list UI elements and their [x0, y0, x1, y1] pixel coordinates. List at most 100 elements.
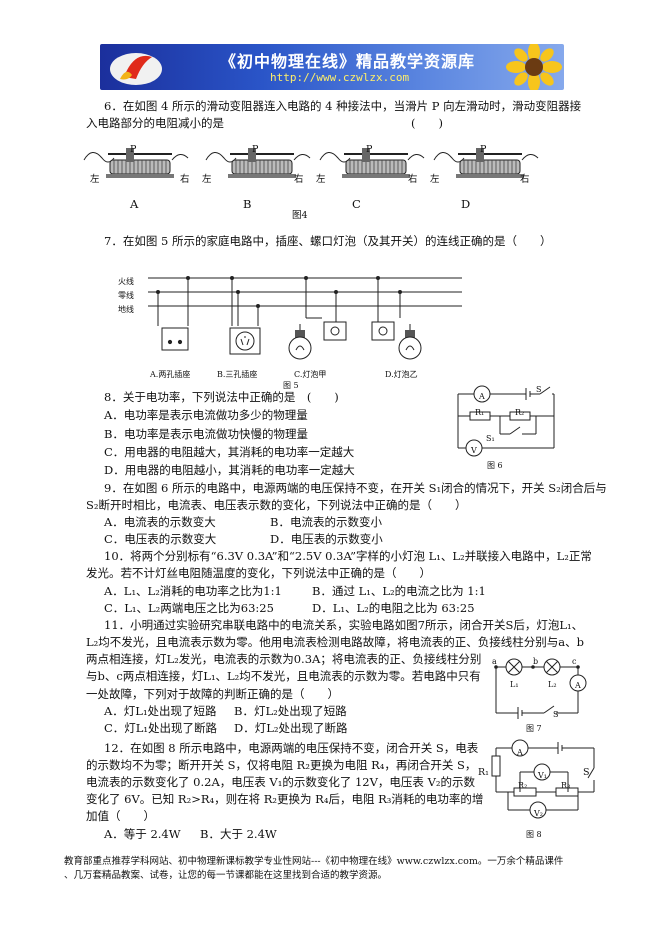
- q6-option-c: C: [352, 197, 361, 211]
- header-title: 《初中物理在线》精品教学资源库: [220, 52, 476, 71]
- header-url[interactable]: http://www.czwlzx.com: [270, 71, 410, 84]
- q11-line4: 与b、c两点相连接，灯L₁、L₂均不发光，且电流表的示数为零。若电路中只有: [86, 669, 481, 683]
- q12-line3: 电流表的示数变化了 0.2A，电压表 V₁的示数变化了 12V，电压表 V₂的示…: [86, 775, 475, 789]
- figure-6-caption: 图 6: [487, 461, 503, 470]
- caption-d: D.灯泡乙: [385, 370, 418, 379]
- q8-option-a: A．电功率是表示电流做功多少的物理量: [104, 408, 308, 422]
- q6-option-d: D: [461, 197, 471, 211]
- caption-a: A.两孔插座: [150, 370, 191, 379]
- q6-left-b: 左: [202, 174, 212, 185]
- fig7-b-label: b: [533, 657, 539, 666]
- q11-option-a: A．灯L₁处出现了短路: [104, 704, 217, 718]
- wire-neutral-label: 零线: [118, 291, 134, 300]
- q6-p-label-b: P: [252, 144, 259, 155]
- q6-option-a: A: [130, 197, 139, 211]
- figure-6-circuit: [457, 385, 555, 457]
- q6-right-c: 右: [408, 174, 418, 185]
- header-banner: 《初中物理在线》精品教学资源库 http://www.czwlzx.com: [100, 44, 564, 90]
- fig6-ammeter-label: A: [479, 392, 485, 401]
- q10-line2: 发光。若不计灯丝电阻随温度的变化，下列说法中正确的是（ ）: [86, 566, 431, 580]
- q6-bracket: ( ): [411, 116, 443, 130]
- figure-4-caption: 图4: [292, 210, 308, 221]
- fig8-r3-label: R₃: [561, 781, 571, 790]
- fig6-r2-label: R₂: [515, 408, 525, 417]
- q11-line1: 11．小明通过实验研究串联电路中的电流关系，实验电路如图7所示，闭合开关S后，灯…: [104, 618, 584, 632]
- logo-icon: [110, 53, 162, 85]
- q11-line2: L₂均不发光，且电流表示数为零。他用电流表检测电路故障，将电流表的正、负接线柱分…: [86, 635, 584, 649]
- fig7-l1-label: L₁: [510, 680, 519, 689]
- q6-right-b: 右: [294, 174, 304, 185]
- q6-left-d: 左: [430, 174, 440, 185]
- q6-option-b: B: [243, 197, 252, 211]
- fig7-ammeter-label: A: [575, 681, 581, 690]
- q6-right-a: 右: [180, 174, 190, 185]
- wire-ground-label: 地线: [118, 305, 134, 314]
- q6-line2: 入电路部分的电阻减小的是: [86, 116, 224, 130]
- figure-5-household-circuit: [148, 276, 462, 360]
- q9-option-a: A．电流表的示数变大: [104, 515, 216, 529]
- fig7-c-label: c: [572, 657, 577, 666]
- q12-option-b: B．大于 2.4W: [200, 827, 277, 841]
- q12-line2: 的示数均不为零；断开开关 S，仅将电阻 R₂更换为电阻 R₄，再闭合开关 S，: [86, 758, 477, 772]
- caption-b: B.三孔插座: [217, 370, 258, 379]
- q12-line1: 12．在如图 8 所示电路中，电源两端的电压保持不变，闭合开关 S，电表: [104, 741, 479, 755]
- rheostat-a: [83, 148, 174, 178]
- q6-p-label-c: P: [366, 144, 373, 155]
- q9-line1: 9．在如图 6 所示的电路中，电源两端的电压保持不变，在开关 S₁闭合的情况下，…: [104, 481, 607, 495]
- q11-option-d: D．灯L₂处出现了断路: [234, 721, 348, 735]
- q11-line5: 一处故障，下列对于故障的判断正确的是（ ）: [86, 687, 339, 701]
- q10-option-b: B．通过 L₁、L₂的电流之比为 1:1: [312, 584, 486, 598]
- q8-option-d: D．用电器的电阻越小，其消耗的电功率一定越大: [104, 463, 355, 477]
- caption-c: C.灯泡甲: [294, 370, 327, 379]
- fig8-v1-label: V₁: [538, 771, 547, 780]
- q6-left-a: 左: [90, 174, 100, 185]
- bulb-d: [398, 330, 422, 360]
- fig8-r2-label: R₂: [518, 781, 528, 790]
- fig8-s-label: S: [583, 767, 590, 778]
- fig6-r1-label: R₁: [475, 408, 485, 417]
- figure-7-circuit: [494, 658, 587, 719]
- fig8-ammeter-label: A: [517, 748, 523, 757]
- q12-line4: 变化了 6V。已知 R₂>R₄，则在将 R₂更换为 R₄后，电阻 R₃消耗的电功…: [86, 792, 484, 806]
- q9-option-d: D．电压表的示数变小: [270, 532, 383, 546]
- figure-5-caption: 图 5: [283, 381, 299, 390]
- q11-option-b: B．灯L₂处出现了短路: [234, 704, 347, 718]
- figure-8-caption: 图 8: [526, 830, 542, 839]
- q12-line5: 加值（ ）: [86, 809, 155, 823]
- figure-4-rheostats: [83, 147, 539, 179]
- figure-8-circuit: [491, 739, 595, 819]
- fig8-r1-label: R₁: [478, 767, 489, 778]
- q6-right-d: 右: [520, 174, 530, 185]
- q10-option-c: C．L₁、L₂两端电压之比为63:25: [104, 601, 274, 615]
- fig6-s-label: S: [536, 385, 542, 394]
- fig7-s-label: S: [553, 710, 559, 719]
- fig7-l2-label: L₂: [548, 680, 557, 689]
- figure-7-caption: 图 7: [526, 724, 542, 733]
- q9-option-c: C．电压表的示数变大: [104, 532, 217, 546]
- q8-stem: 8．关于电功率，下列说法中正确的是 ( ): [104, 390, 339, 404]
- bulb-c: [288, 330, 312, 360]
- q11-line3: 两点相连接，灯L₂发光，电流表的示数为0.3A；将电流表的正、负接线柱分别: [86, 652, 482, 666]
- q12-option-a: A．等于 2.4W: [104, 827, 181, 841]
- sunflower-icon: [506, 44, 562, 90]
- q6-p-label-d: P: [480, 144, 487, 155]
- q7-text: 7．在如图 5 所示的家庭电路中，插座、螺口灯泡（及其开关）的连线正确的是（ ）: [104, 234, 552, 248]
- q10-option-d: D．L₁、L₂的电阻之比为 63:25: [312, 601, 475, 615]
- q10-option-a: A．L₁、L₂消耗的电功率之比为1:1: [104, 584, 282, 598]
- q9-option-b: B．电流表的示数变小: [270, 515, 382, 529]
- fig7-a-label: a: [492, 657, 497, 666]
- q9-line2: S₂断开时相比，电流表、电压表示数的变化，下列说法中正确的是（ ）: [86, 498, 467, 512]
- wire-live-label: 火线: [118, 277, 134, 286]
- q8-option-b: B．电功率是表示电流做功快慢的物理量: [104, 427, 308, 441]
- q6-left-c: 左: [316, 174, 326, 185]
- q10-line1: 10．将两个分别标有“6.3V 0.3A”和“2.5V 0.3A”字样的小灯泡 …: [104, 549, 592, 563]
- q6-line1: 6．在如图 4 所示的滑动变阻器连入电路的 4 种接法中，当滑片 P 向左滑动时…: [104, 99, 582, 113]
- q11-option-c: C．灯L₁处出现了断路: [104, 721, 218, 735]
- q8-option-c: C．用电器的电阻越大，其消耗的电功率一定越大: [104, 445, 355, 459]
- footer-line2: 、几万套精品教案、试卷，让您的每一节课都能在这里找到合适的教学资源。: [64, 870, 388, 881]
- q6-p-label-a: P: [130, 144, 137, 155]
- fig6-voltmeter-label: V: [471, 446, 477, 455]
- fig6-s1-label: S₁: [486, 434, 495, 443]
- footer-line1: 教育部重点推荐学科网站、初中物理新课标教学专业性网站---《初中物理在线》www…: [64, 856, 564, 867]
- fig8-v2-label: V₂: [534, 809, 543, 818]
